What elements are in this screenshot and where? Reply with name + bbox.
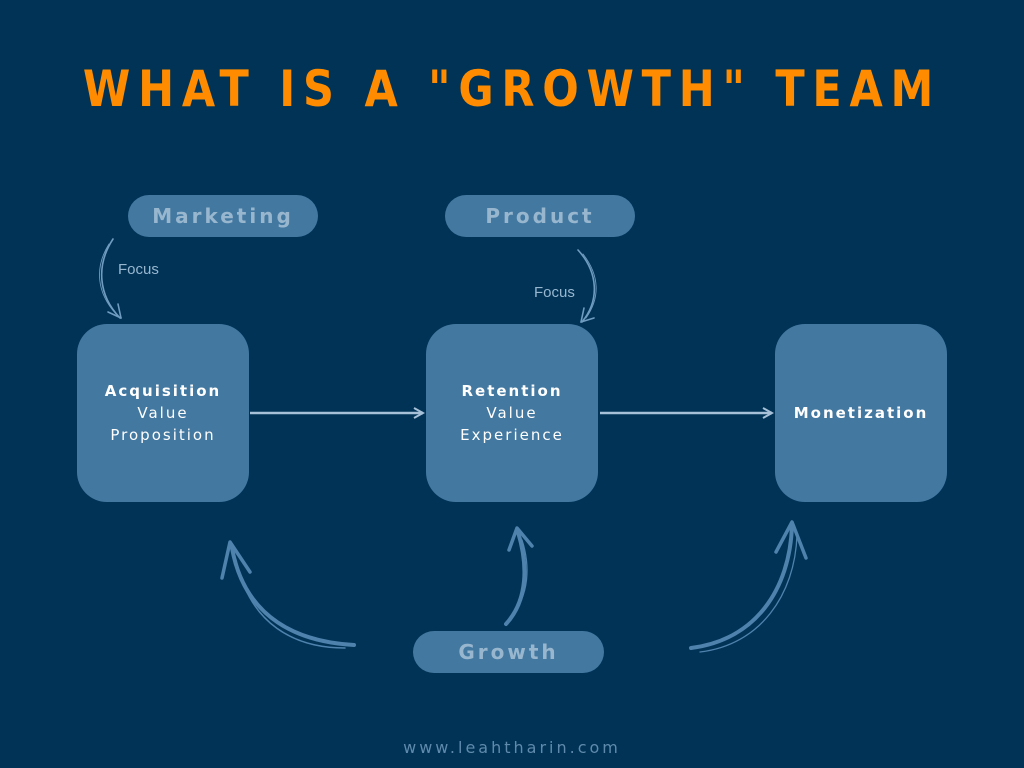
acquisition-line2: Proposition — [110, 426, 216, 444]
marketing-focus-label: Focus — [118, 261, 159, 278]
growth-to-monetization-arrow — [689, 520, 808, 653]
retention-title: Retention — [461, 382, 563, 400]
product-focus-arrow — [577, 249, 597, 323]
acquisition-line1: Value — [137, 404, 189, 422]
growth-to-acquisition-arrow — [220, 540, 356, 649]
footer-url: www.leahtharin.com — [403, 738, 621, 757]
retention-box: Retention Value Experience — [426, 324, 598, 502]
monetization-title: Monetization — [793, 404, 929, 422]
growth-pill: Growth — [413, 631, 604, 673]
acquisition-box: Acquisition Value Proposition — [77, 324, 249, 502]
product-pill: Product — [445, 195, 635, 237]
growth-to-retention-arrow — [504, 526, 534, 626]
retention-line1: Value — [486, 404, 538, 422]
acquisition-title: Acquisition — [104, 382, 222, 400]
monetization-box: Monetization — [775, 324, 947, 502]
product-focus-label: Focus — [534, 284, 575, 301]
marketing-focus-arrow — [99, 238, 122, 319]
page-title: WHAT IS A "GROWTH" TEAM — [82, 60, 942, 118]
marketing-pill: Marketing — [128, 195, 318, 237]
retention-line2: Experience — [460, 426, 564, 444]
